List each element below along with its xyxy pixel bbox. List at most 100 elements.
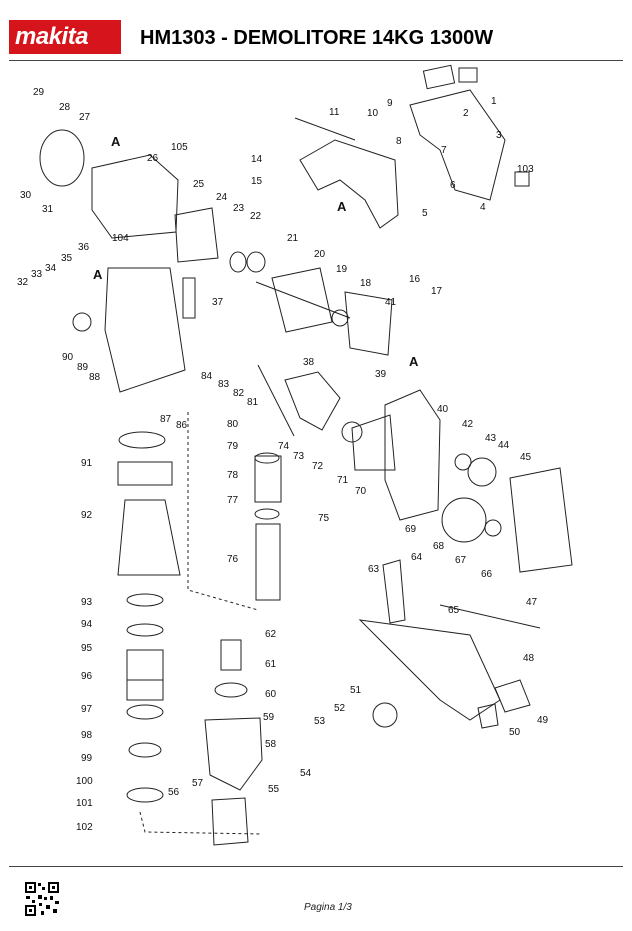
fan-cover-28-shape: [39, 129, 85, 187]
part-label-15: 15: [251, 176, 263, 187]
part-label-91: 91: [81, 458, 93, 469]
part-label-21: 21: [287, 233, 299, 244]
part-label-20: 20: [314, 249, 326, 260]
part-label-1: 1: [491, 96, 497, 107]
part-label-60: 60: [265, 689, 277, 700]
part-label-43: 43: [485, 433, 497, 444]
gasket-70-shape: [351, 414, 396, 471]
part-label-82: 82: [233, 388, 245, 399]
part-label-49: 49: [537, 715, 549, 726]
part-label-16: 16: [409, 274, 421, 285]
part-label-35: 35: [61, 253, 73, 264]
armature-21-shape: [255, 281, 351, 319]
part-label-36: 36: [78, 242, 90, 253]
side-handle-shape: [299, 139, 399, 229]
part-label-88: 88: [89, 372, 101, 383]
sleeve-97-shape: [126, 679, 164, 701]
part-label-6: 6: [450, 180, 456, 191]
part-label-105: 105: [171, 142, 188, 153]
part-label-104: 104: [112, 233, 129, 244]
crank-72-shape: [284, 371, 341, 431]
ring-22-shape: [246, 251, 266, 273]
part-label-3: 3: [496, 130, 502, 141]
part-label-86: 86: [176, 420, 188, 431]
qr-code-icon: [24, 881, 60, 917]
part-label-10: 10: [367, 108, 379, 119]
part-label-65: 65: [448, 605, 460, 616]
part-label-94: 94: [81, 619, 93, 630]
cover-45-shape: [509, 467, 573, 573]
field-25-shape: [174, 207, 219, 263]
footer-divider: [9, 866, 623, 867]
part-label-25: 25: [193, 179, 205, 190]
part-label-47: 47: [526, 597, 538, 608]
part-label-56: 56: [168, 787, 180, 798]
part-label-71: 71: [337, 475, 349, 486]
rod-80-shape: [257, 364, 295, 437]
section-marker-a: A: [111, 134, 121, 149]
bearing-23-shape: [229, 251, 247, 273]
part-label-70: 70: [355, 486, 367, 497]
part-label-87: 87: [160, 414, 172, 425]
part-label-27: 27: [79, 112, 91, 123]
grip-64-shape: [382, 559, 406, 624]
part-label-64: 64: [411, 552, 423, 563]
part-label-29: 29: [33, 87, 45, 98]
knob-51-shape: [372, 702, 398, 728]
part-label-39: 39: [375, 369, 387, 380]
washer-100-shape: [128, 742, 162, 758]
part-label-54: 54: [300, 768, 312, 779]
part-label-5: 5: [422, 208, 428, 219]
part-label-4: 4: [480, 202, 486, 213]
part-label-61: 61: [265, 659, 277, 670]
bolt-62-shape: [220, 639, 242, 671]
guide-line-1: [187, 412, 259, 611]
part-label-26: 26: [147, 153, 159, 164]
switch-part-1-shape: [422, 64, 456, 90]
part-label-93: 93: [81, 597, 93, 608]
part-label-58: 58: [265, 739, 277, 750]
part-label-45: 45: [520, 452, 532, 463]
part-label-40: 40: [437, 404, 449, 415]
part-label-14: 14: [251, 154, 263, 165]
rod-11-shape: [294, 117, 356, 141]
part-label-37: 37: [212, 297, 224, 308]
makita-logo: makita: [9, 20, 121, 54]
cap-102-shape: [126, 787, 164, 803]
part-label-11: 11: [329, 107, 340, 118]
part-label-98: 98: [81, 730, 93, 741]
part-label-103: 103: [517, 164, 534, 175]
gear-housing-69-shape: [384, 389, 441, 521]
section-marker-a: A: [93, 267, 103, 282]
switch-part-2-shape: [458, 67, 478, 83]
part-label-38: 38: [303, 357, 315, 368]
sleeve-96-shape: [126, 649, 164, 681]
part-label-72: 72: [312, 461, 324, 472]
part-label-75: 75: [318, 513, 330, 524]
part-label-19: 19: [336, 264, 348, 275]
part-label-50: 50: [509, 727, 521, 738]
bearing-19-shape: [331, 309, 349, 327]
holder-59-shape: [204, 717, 263, 791]
part-label-79: 79: [227, 441, 239, 452]
part-label-48: 48: [523, 653, 535, 664]
ring-77-shape: [254, 508, 280, 520]
crank-housing-shape: [104, 267, 186, 393]
oring-91-shape: [118, 431, 166, 449]
part-label-18: 18: [360, 278, 372, 289]
part-label-9: 9: [387, 98, 393, 109]
part-label-90: 90: [62, 352, 74, 363]
part-label-78: 78: [227, 470, 239, 481]
exploded-parts-diagram: 1 2 3 4 5 6 7 8 9 10 11 14 15 16 17 18 1…: [17, 64, 573, 846]
part-label-55: 55: [268, 784, 280, 795]
part-label-66: 66: [481, 569, 493, 580]
part-label-31: 31: [42, 204, 54, 215]
part-label-89: 89: [77, 362, 89, 373]
part-label-62: 62: [265, 629, 277, 640]
armature-20-shape: [271, 267, 333, 333]
bearing-71-shape: [341, 421, 363, 443]
part-label-30: 30: [20, 190, 32, 201]
brand-wordmark: makita: [15, 23, 89, 50]
part-label-99: 99: [81, 753, 93, 764]
part-label-8: 8: [396, 136, 402, 147]
